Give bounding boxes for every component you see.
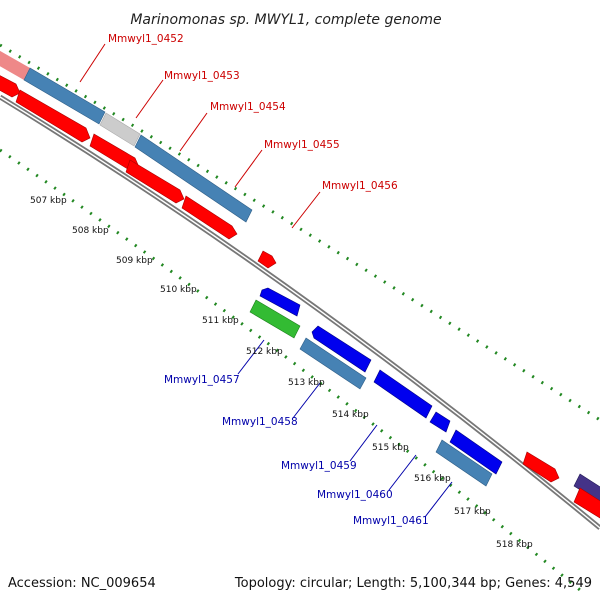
gene-red-2[interactable] [15, 89, 91, 143]
gene-0461[interactable] [435, 439, 493, 487]
gene-labels-bottom: Mmwyl1_0457Mmwyl1_0458Mmwyl1_0459Mmwyl1_… [164, 374, 429, 527]
gene-label-top: Mmwyl1_0456 [322, 180, 398, 192]
kbp-tick-label: 507 kbp [30, 196, 67, 206]
kbp-tick-label: 513 kbp [288, 378, 325, 388]
accession-text: Accession: NC_009654 [8, 576, 156, 591]
gene-0460b[interactable] [449, 429, 503, 475]
kbp-tick-label: 510 kbp [160, 285, 197, 295]
kbp-tick-label: 512 kbp [246, 347, 283, 357]
kbp-tick-labels: 507 kbp 508 kbp 509 kbp 510 kbp 511 kbp 512 k… [30, 196, 533, 550]
forward-genes-row1 [0, 48, 253, 223]
kbp-tick-label: 516 kbp [414, 474, 451, 484]
gene-red-right-1[interactable] [522, 451, 560, 483]
gene-0452-partial[interactable] [0, 48, 30, 80]
gene-0457-green[interactable] [249, 299, 301, 339]
kbp-tick-label: 508 kbp [72, 226, 109, 236]
gene-label-top: Mmwyl1_0455 [264, 139, 340, 151]
gene-label-bottom: Mmwyl1_0459 [281, 460, 357, 472]
gene-0458[interactable] [311, 325, 372, 373]
dotted-line-bottom [0, 148, 581, 592]
gene-0458-steel[interactable] [299, 337, 367, 390]
kbp-tick-label: 515 kbp [372, 443, 409, 453]
kbp-tick-label: 514 kbp [332, 410, 369, 420]
forward-genes-row2 [0, 73, 277, 269]
gene-0457-blue[interactable] [259, 287, 301, 317]
gene-0459[interactable] [373, 369, 433, 419]
gene-label-top: Mmwyl1_0454 [210, 101, 286, 113]
topology-text: Topology: circular; Length: 5,100,344 bp… [234, 576, 592, 591]
gene-red-6[interactable] [257, 250, 277, 269]
gene-red-4[interactable] [125, 159, 185, 204]
kbp-tick-label: 509 kbp [116, 256, 153, 266]
kbp-tick-label: 518 kbp [496, 540, 533, 550]
outer-dotted-lines [0, 43, 600, 592]
gene-purple-right[interactable] [573, 473, 600, 503]
dotted-line-top [0, 43, 600, 422]
gene-label-bottom: Mmwyl1_0458 [222, 416, 298, 428]
kbp-tick-label: 511 kbp [202, 316, 239, 326]
genome-backbone [0, 94, 600, 530]
right-genes [522, 451, 600, 519]
label-leaders-top [79, 43, 321, 229]
gene-label-bottom: Mmwyl1_0460 [317, 489, 393, 501]
gene-0454[interactable] [134, 134, 253, 223]
label-leaders-bottom [237, 339, 453, 518]
gene-0460[interactable] [429, 411, 451, 433]
gene-label-bottom: Mmwyl1_0461 [353, 515, 429, 527]
gene-red-right-2[interactable] [573, 487, 600, 519]
gene-red-1[interactable] [0, 73, 21, 98]
reverse-genes [249, 287, 503, 487]
kbp-tick-label: 517 kbp [454, 507, 491, 517]
map-title: Marinomonas sp. MWYL1, complete genome [130, 12, 441, 28]
gene-label-top: Mmwyl1_0452 [108, 33, 184, 45]
gene-label-top: Mmwyl1_0453 [164, 70, 240, 82]
gene-label-bottom: Mmwyl1_0457 [164, 374, 240, 386]
gene-0453[interactable] [99, 112, 141, 147]
gene-labels-top: Mmwyl1_0452Mmwyl1_0453Mmwyl1_0454Mmwyl1_… [108, 33, 398, 192]
gene-red-5[interactable] [181, 195, 238, 240]
gene-0452[interactable] [23, 67, 106, 125]
